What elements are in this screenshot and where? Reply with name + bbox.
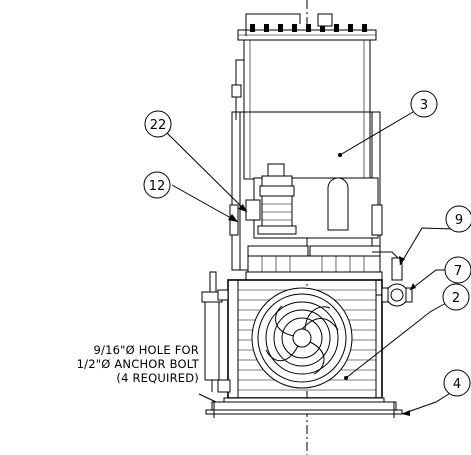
balloon-7: 7: [444, 256, 471, 284]
balloon-12-label: 12: [149, 179, 166, 194]
valve-pump-assembly: [245, 163, 297, 235]
balloon-4: 4: [443, 369, 471, 397]
balloon-22: 22: [144, 110, 172, 138]
anchor-note-line3: (4 REQUIRED): [116, 371, 199, 385]
balloon-4-label: 4: [453, 377, 461, 392]
balloon-12: 12: [143, 171, 171, 199]
balloon-7-label: 7: [454, 264, 462, 279]
leader-dot-3: [338, 153, 342, 157]
balloon-2: 2: [442, 283, 470, 311]
balloon-3-label: 3: [420, 98, 428, 113]
base-skid: [205, 397, 403, 418]
balloon-9-label: 9: [455, 213, 463, 228]
balloon-22-label: 22: [150, 118, 167, 133]
anchor-note-line1: 9/16"Ø HOLE FOR: [93, 343, 199, 357]
balloon-2-label: 2: [452, 291, 460, 306]
balloon-3: 3: [410, 90, 438, 118]
upper-tank-column: [231, 13, 377, 180]
anchor-bolt-note: 9/16"Ø HOLE FOR 1/2"Ø ANCHOR BOLT (4 REQ…: [77, 343, 200, 385]
leader-arrowheads: [228, 204, 416, 416]
left-piping: [201, 271, 231, 393]
callout-balloons: 22 12 3 9 7 2 4: [143, 90, 471, 397]
leader-lines: [166, 111, 454, 415]
balloon-9: 9: [445, 205, 471, 233]
leader-dot-2: [344, 376, 348, 380]
mounting-plates: [245, 245, 383, 281]
radiator-fan-housing: [227, 279, 383, 399]
right-valve-assembly: [372, 251, 413, 307]
anchor-note-line2: 1/2"Ø ANCHOR BOLT: [77, 357, 200, 371]
